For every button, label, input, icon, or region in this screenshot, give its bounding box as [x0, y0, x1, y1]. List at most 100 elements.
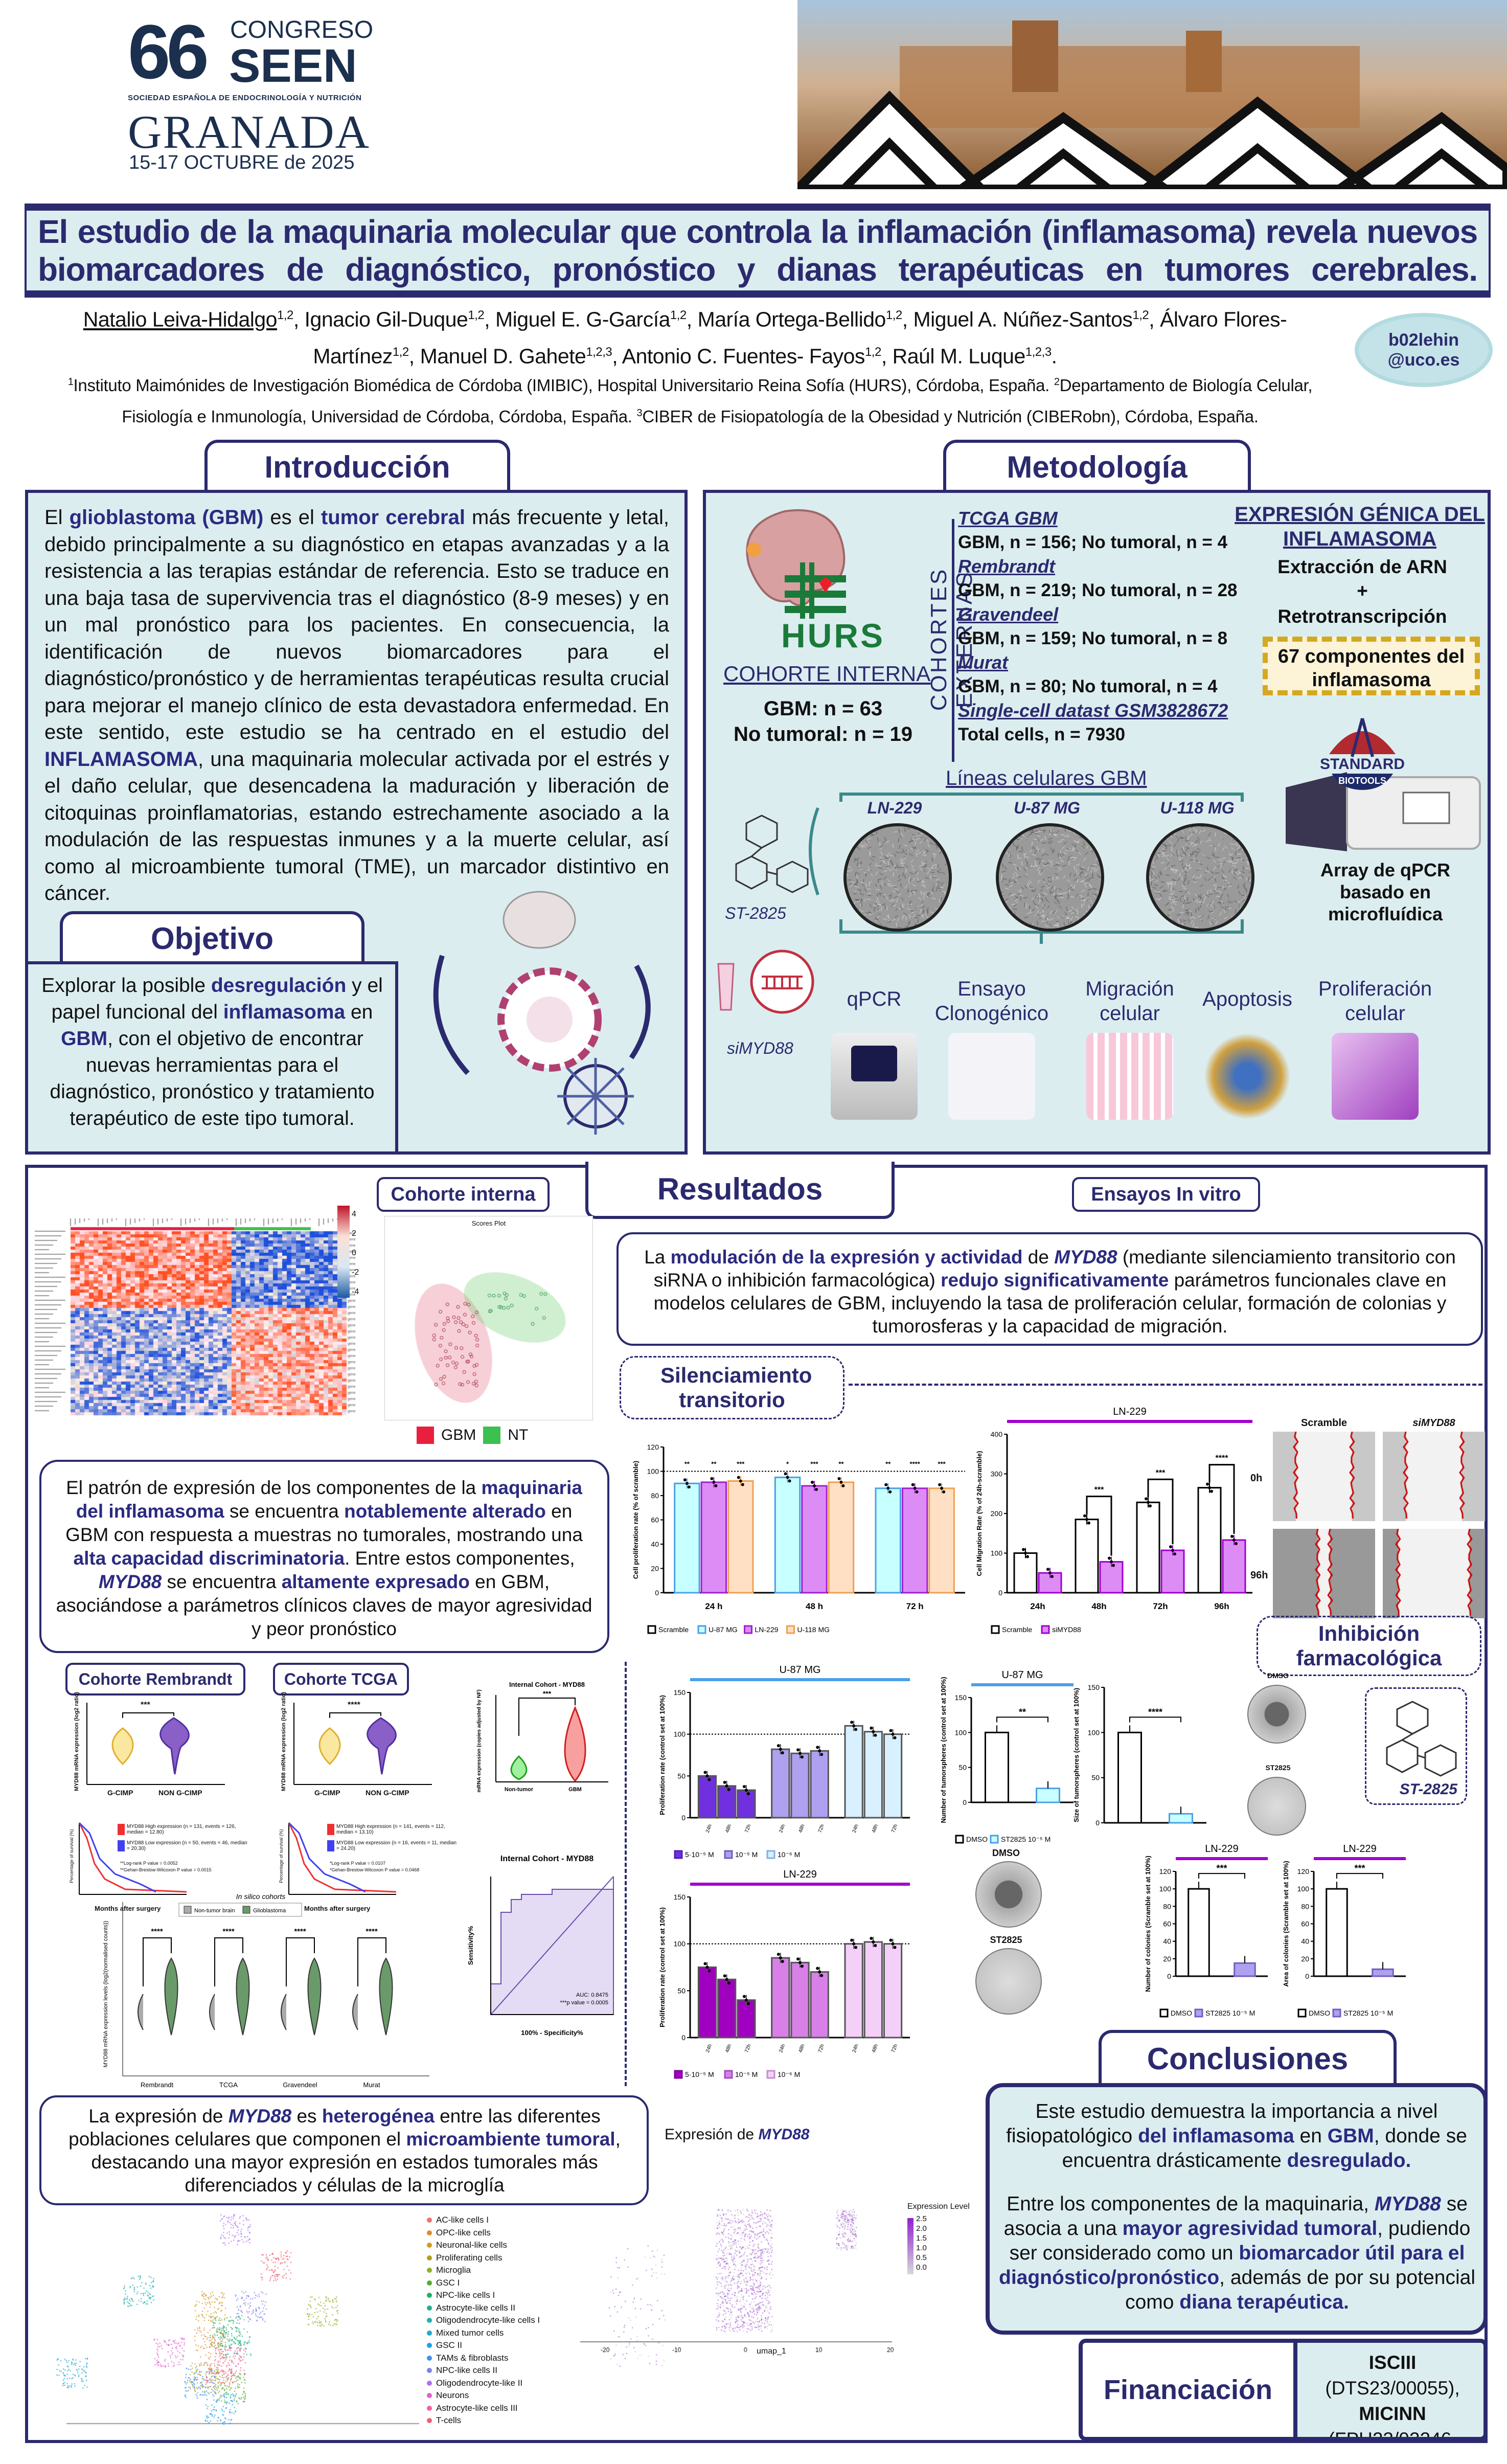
assay-label: Ensayo Clonogénico [934, 978, 1049, 1025]
bar [1013, 1552, 1038, 1594]
cluster-legend-item: Neurons [427, 2389, 540, 2402]
silencing-label: Silenciamiento transitorio [660, 1363, 812, 1412]
legend-swatch [184, 1906, 192, 1914]
cluster-color-dot [427, 2418, 432, 2423]
data-point [816, 1746, 819, 1749]
data-point [886, 1486, 890, 1490]
array-brand-sub: BIOTOOLS [1338, 776, 1386, 786]
bar [863, 1941, 883, 2039]
qpcr-array-device-icon [1286, 772, 1481, 851]
cell-lines-label: Líneas celulares GBM [946, 767, 1147, 789]
highlight-text: microambiente tumoral [406, 2129, 615, 2150]
legend-label: Scramble [1002, 1625, 1032, 1634]
cluster-legend-item: Microglia [427, 2264, 540, 2277]
text-run: El [44, 506, 70, 529]
significance-stars: *** [1354, 1863, 1365, 1873]
heatmap-scale-label: -2 [352, 1268, 359, 1277]
chart-title-bar [1176, 1857, 1268, 1860]
data-point [1206, 1482, 1209, 1486]
author-affiliation-marks: 1,2 [885, 308, 902, 322]
cluster-label: NPC-like cells II [436, 2365, 497, 2375]
apoptosis-protein-icon [1204, 1033, 1291, 1120]
data-point [889, 1729, 893, 1732]
data-point [818, 1749, 821, 1753]
bar [717, 1978, 737, 2039]
data-point [1022, 1548, 1025, 1551]
assay-label: Apoptosis [1202, 988, 1292, 1010]
legend-label: 10⁻⁶ M [778, 1850, 800, 1859]
legend-swatch [697, 1625, 706, 1634]
plate-label: ST2825 [1265, 1764, 1291, 1772]
data-point [779, 1956, 782, 1960]
pca-scatter [387, 1226, 591, 1420]
roc-p-value: ***p value = 0.0005 [560, 2000, 609, 2006]
data-point [820, 1753, 824, 1756]
y-tick-label: 60 [1301, 1920, 1309, 1928]
legend-label: 10⁻⁵ M [735, 1850, 758, 1859]
x-tick-label: Rembrandt [141, 2081, 174, 2089]
intro-text: El glioblastoma (GBM) es el tumor cerebr… [44, 504, 669, 907]
data-point [854, 1728, 858, 1731]
invitro-label: Ensayos In vitro [1091, 1183, 1241, 1205]
significance-stars: **** [1216, 1454, 1229, 1463]
author-affiliation-marks: 1,2 [468, 308, 485, 322]
data-point [1173, 1552, 1176, 1556]
data-point [1171, 1549, 1174, 1552]
insilico-title: In silico cohorts [236, 1892, 285, 1901]
x-tick-label: 48h [871, 1824, 879, 1834]
y-tick-label: 150 [1088, 1683, 1100, 1691]
text-run: , pudiendo ser considerado como un [1009, 2218, 1471, 2264]
text-run: , una maquinaria molecular activada por … [44, 748, 669, 905]
data-point [813, 1484, 816, 1487]
cluster-color-dot [427, 2343, 432, 2348]
y-axis-label: Proliferation rate (control set at 100%) [658, 1907, 666, 2027]
x-tick-label: GBM [568, 1787, 582, 1793]
section-divider-horizontal [849, 1384, 1482, 1386]
author-name: Raúl M. Luque [892, 344, 1026, 368]
bar [810, 1750, 829, 1819]
legend-label: LN-229 [755, 1625, 779, 1634]
data-point [940, 1486, 944, 1490]
expression-scale-title: Expression Level [907, 2202, 970, 2211]
cell-line-label: U-118 MG [1160, 799, 1235, 817]
qpcr-screen-icon [851, 1046, 897, 1081]
x-tick-label: 72h [890, 2044, 899, 2053]
data-point [888, 1490, 892, 1494]
data-point [683, 1478, 687, 1482]
cluster-color-dot [427, 2318, 432, 2323]
chart-title-bar [690, 1678, 910, 1681]
legend-label: 10⁻⁵ M [735, 2070, 758, 2078]
legend-swatch [1041, 1625, 1050, 1634]
contact-email-badge[interactable]: b02lehin @uco.es [1355, 313, 1493, 387]
significance-stars: ** [885, 1460, 891, 1468]
cluster-legend-item: Astrocyte-like cells III [427, 2402, 540, 2415]
data-point [893, 1946, 897, 1949]
data-point [850, 1938, 854, 1942]
cluster-legend-item: Neuronal-like cells [427, 2239, 540, 2252]
data-point [710, 1477, 714, 1480]
violin-plot-icon [86, 1703, 225, 1785]
y-tick-label: 300 [991, 1470, 1003, 1478]
affiliation-text: Departamento de Biología Celular, Fisiol… [122, 376, 1313, 426]
data-point [852, 1724, 856, 1728]
external-cohorts-label: COHORTES EXTERNAS [926, 567, 977, 711]
data-point [872, 1940, 875, 1943]
bar [1326, 1888, 1348, 1977]
data-point [870, 1726, 873, 1730]
data-point [1210, 1489, 1213, 1493]
text-run: , además de por su potencial como [1125, 2267, 1475, 2313]
bar [1117, 1731, 1142, 1824]
data-point [815, 1488, 818, 1491]
title-box: El estudio de la maquinaria molecular qu… [25, 204, 1491, 298]
x-tick-label: 48h [1091, 1601, 1106, 1611]
y-tick-label: 60 [651, 1516, 659, 1524]
data-point [777, 1744, 780, 1748]
wound-image [1273, 1529, 1375, 1618]
glioblastoma-violin [164, 1957, 178, 2036]
y-tick-label: 100 [991, 1549, 1003, 1557]
